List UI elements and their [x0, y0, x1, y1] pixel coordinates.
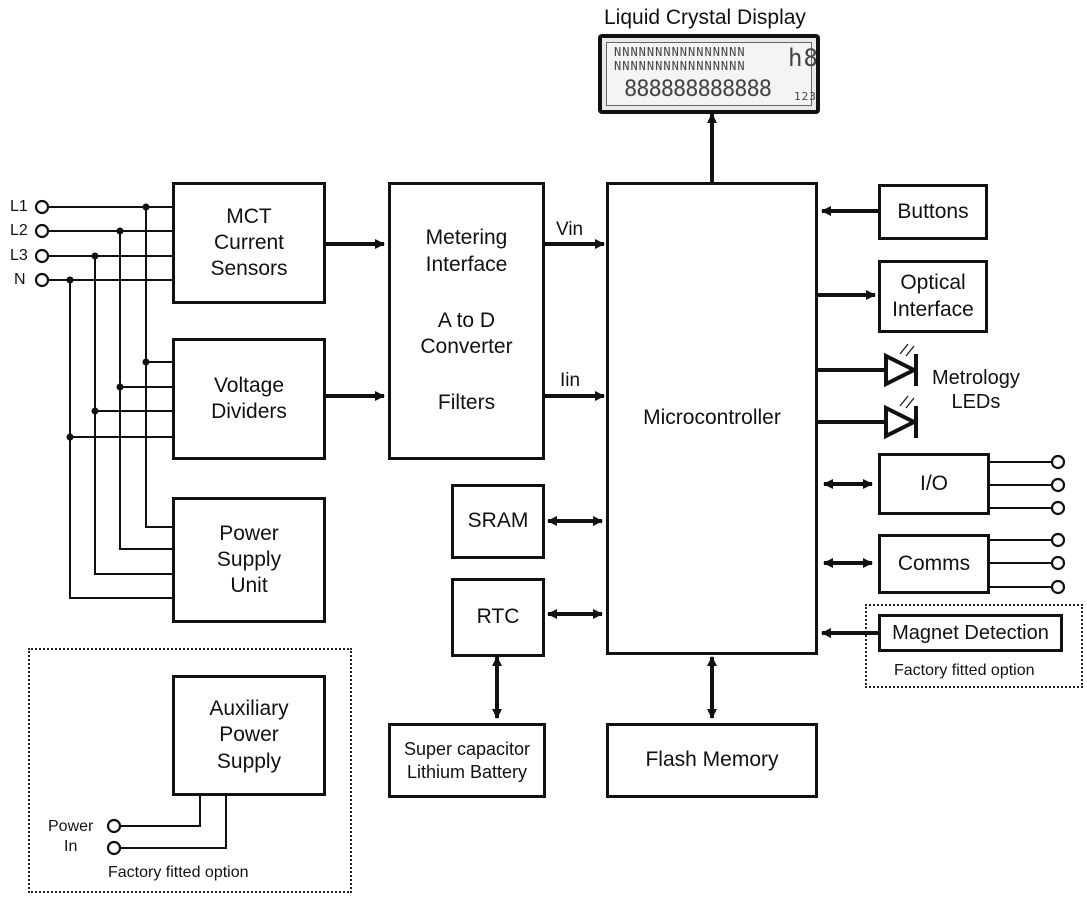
lcd-title: Liquid Crystal Display — [604, 6, 806, 29]
sram: SRAM — [451, 484, 545, 559]
aux-option-frame — [28, 648, 352, 893]
buttons: Buttons — [878, 184, 988, 240]
l2-psu — [119, 387, 172, 550]
l1-terminal — [34, 199, 50, 215]
power-in-line-2 — [120, 796, 227, 849]
lcd-top-row: NNNNNNNNNNNNNNNN — [614, 46, 746, 59]
rtc: RTC — [451, 578, 545, 657]
lcd-digits: 888888888888 — [624, 77, 772, 102]
microcontroller: Microcontroller — [606, 182, 818, 655]
l1-psu — [145, 362, 172, 528]
power-in-label: Power — [48, 818, 94, 835]
magnet-factory-option-label: Factory fitted option — [894, 662, 1035, 679]
power-in-terminal-2 — [106, 840, 122, 856]
l2-label: L2 — [10, 222, 28, 239]
lcd-panel: NNNNNNNNNNNNNNNN NNNNNNNNNNNNNNNN 888888… — [598, 34, 820, 114]
power-in-terminal-1 — [106, 818, 122, 834]
led-icon — [884, 352, 919, 440]
l3-terminal — [34, 248, 50, 264]
vin-label: Vin — [556, 219, 584, 240]
magnet-option-frame — [865, 604, 1083, 688]
n-psu — [69, 437, 172, 599]
n-terminal — [34, 272, 50, 288]
iin-label: Iin — [560, 370, 581, 391]
lcd-indices: 123 — [794, 90, 817, 103]
flash-memory: Flash Memory — [606, 723, 818, 798]
io: I/O — [878, 453, 990, 515]
comms: Comms — [878, 534, 990, 594]
magnet-detection: Magnet Detection — [878, 614, 1063, 652]
power-in-line-1 — [120, 796, 201, 827]
l1-label: L1 — [10, 198, 28, 215]
l3-psu — [94, 411, 172, 575]
n-label: N — [14, 271, 26, 288]
aux-factory-option-label: Factory fitted option — [108, 864, 249, 881]
l3-label: L3 — [10, 247, 28, 264]
l2-terminal — [34, 223, 50, 239]
